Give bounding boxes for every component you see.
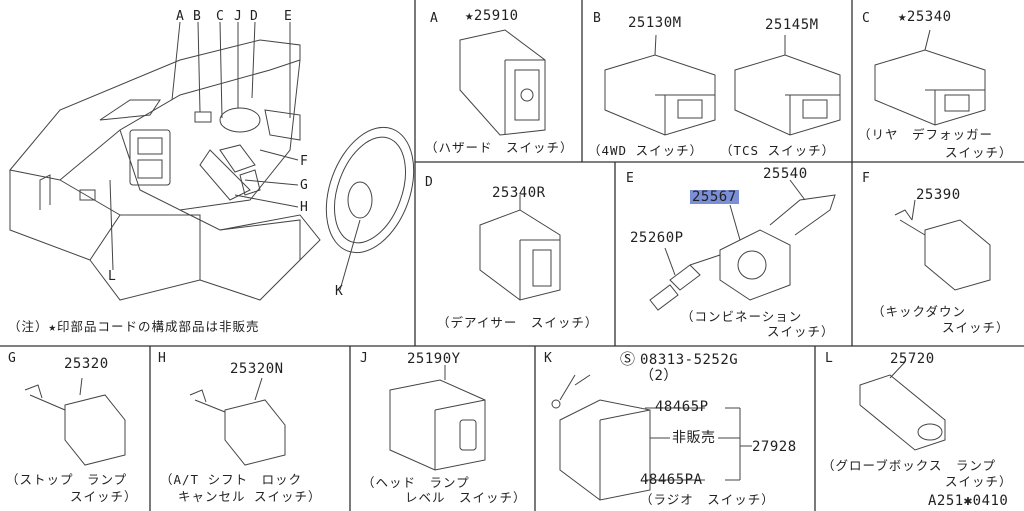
headlamp-leveling-switch-drawing bbox=[389, 365, 486, 471]
stop-lamp-switch-drawing bbox=[24, 377, 126, 466]
overview-letter-d: D bbox=[250, 9, 259, 24]
overview-letter-j: J bbox=[234, 9, 243, 24]
panel-h-part: 25320N bbox=[230, 361, 284, 377]
panel-d-letter: D bbox=[425, 175, 434, 190]
at-shift-lock-switch-drawing bbox=[189, 377, 286, 466]
panel-l-part: 25720 bbox=[890, 351, 935, 367]
footnote: （注）★印部品コードの構成部品は非販売 bbox=[8, 319, 260, 334]
overview-letter-l: L bbox=[108, 269, 117, 284]
panel-j-letter: J bbox=[360, 351, 369, 366]
panel-b-caption-1: （4WD スイッチ） bbox=[588, 143, 704, 158]
overview-letter-e: E bbox=[284, 9, 293, 24]
dashboard-overview-drawing bbox=[9, 21, 415, 301]
kickdown-switch-drawing bbox=[894, 199, 991, 291]
panel-k-assembly-part: 27928 bbox=[752, 439, 797, 455]
panel-k-part-1: 48465P bbox=[655, 399, 709, 415]
4wd-tcs-switch-drawing bbox=[604, 34, 841, 136]
panel-f-letter: F bbox=[862, 171, 871, 186]
overview-letter-g: G bbox=[300, 178, 309, 193]
panel-j-caption-2: レベル スイッチ） bbox=[405, 490, 527, 505]
panel-f-part: 25390 bbox=[916, 187, 961, 203]
panel-c-letter: C bbox=[862, 11, 871, 26]
overview-letter-h: H bbox=[300, 200, 309, 215]
panel-e-part-highlight[interactable]: 25567 bbox=[690, 189, 739, 205]
panel-g-caption-1: （ストップ ランプ bbox=[6, 472, 128, 487]
panel-k-not-sold: 非販売 bbox=[672, 430, 716, 446]
panel-a-part: ★25910 bbox=[465, 8, 519, 24]
overview-letter-c: C bbox=[216, 9, 225, 24]
panel-l-caption-1: （グローブボックス ランプ bbox=[822, 458, 997, 473]
panel-k-caption: （ラジオ スイッチ） bbox=[640, 492, 775, 507]
panel-l-letter: L bbox=[825, 351, 834, 366]
panel-k-part-2: 48465PA bbox=[640, 472, 703, 488]
panel-d-caption: （デアイサー スイッチ） bbox=[437, 315, 599, 330]
panel-l-caption-2: スイッチ） bbox=[945, 474, 1013, 489]
panel-a-caption: （ハザード スイッチ） bbox=[425, 140, 574, 155]
panel-h-caption-1: （A/T シフト ロック bbox=[160, 472, 303, 487]
panel-c-part: ★25340 bbox=[898, 9, 952, 25]
panel-e-caption-1: （コンビネーション bbox=[681, 309, 803, 324]
panel-e-part-2: 25540 bbox=[763, 166, 808, 182]
panel-c-caption-1: （リヤ デフォッガー bbox=[858, 127, 994, 142]
deicer-switch-drawing bbox=[479, 195, 561, 301]
panel-g-part: 25320 bbox=[64, 356, 109, 372]
rear-defogger-switch-drawing bbox=[874, 29, 986, 126]
panel-d-part: 25340R bbox=[492, 185, 546, 201]
panel-c-caption-2: スイッチ） bbox=[945, 145, 1013, 160]
panel-f-caption-1: （キックダウン bbox=[872, 304, 967, 319]
panel-b-letter: B bbox=[593, 11, 602, 26]
panel-a-letter: A bbox=[430, 11, 439, 26]
hazard-switch-drawing bbox=[459, 29, 546, 136]
reference-code: A251✱0410 bbox=[928, 493, 1009, 509]
screw-symbol-icon: Ⓢ bbox=[620, 350, 636, 368]
overview-letter-a: A bbox=[176, 9, 185, 24]
panel-k-screw-qty: （2） bbox=[640, 368, 678, 384]
panel-b-part-2: 25145M bbox=[765, 17, 819, 33]
panel-k-letter: K bbox=[544, 351, 553, 366]
panel-e-letter: E bbox=[626, 171, 635, 186]
glovebox-lamp-switch-drawing bbox=[859, 361, 946, 451]
combination-switch-drawing bbox=[649, 179, 836, 311]
panel-g-caption-2: スイッチ） bbox=[70, 489, 138, 504]
panel-e-caption-2: スイッチ） bbox=[767, 324, 835, 339]
overview-letter-b: B bbox=[193, 9, 202, 24]
overview-letter-k: K bbox=[335, 284, 344, 299]
panel-b-caption-2: （TCS スイッチ） bbox=[720, 143, 836, 158]
radio-switch-drawing bbox=[551, 374, 752, 501]
panel-j-part: 25190Y bbox=[407, 351, 461, 367]
panel-h-letter: H bbox=[158, 351, 167, 366]
panel-b-part-1: 25130M bbox=[628, 15, 682, 31]
panel-e-part-3: 25260P bbox=[630, 230, 684, 246]
overview-letter-f: F bbox=[300, 154, 309, 169]
panel-g-letter: G bbox=[8, 351, 17, 366]
panel-h-caption-2: キャンセル スイッチ） bbox=[178, 489, 322, 504]
panel-f-caption-2: スイッチ） bbox=[942, 320, 1010, 335]
panel-j-caption-1: （ヘッド ランプ bbox=[362, 475, 470, 490]
panel-k-screw-part: 08313-5252G bbox=[640, 352, 739, 368]
